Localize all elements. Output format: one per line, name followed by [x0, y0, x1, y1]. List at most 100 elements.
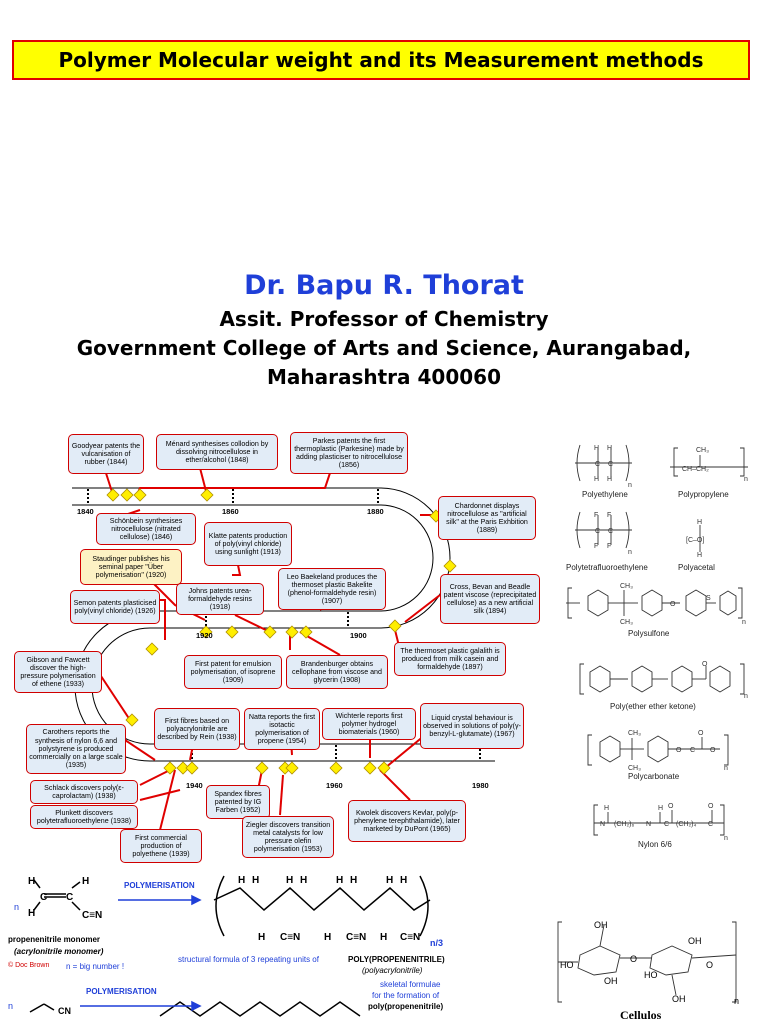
event-klatte: Klatte patents production of poly(vinyl …	[204, 522, 292, 566]
n3-label: n/3	[430, 938, 444, 948]
event-staudinger: Staudinger publishes his seminal paper "…	[80, 549, 182, 585]
svg-text:O: O	[702, 661, 708, 668]
svg-text:H: H	[697, 552, 702, 559]
skeletal-cn: CN	[58, 1006, 71, 1016]
svg-text:OH: OH	[594, 920, 608, 930]
svg-text:H: H	[28, 876, 35, 887]
page-title: Polymer Molecular weight and its Measure…	[58, 48, 704, 72]
skeletal-note-1: skeletal formulae	[380, 980, 441, 989]
svg-text:S: S	[706, 595, 711, 602]
event-rein: First fibres based on polyacrylonitrile …	[154, 708, 240, 750]
svg-text:CH₃: CH₃	[628, 730, 641, 737]
svg-text:C: C	[608, 528, 613, 535]
affiliation-line-1: Assit. Professor of Chemistry	[219, 307, 549, 331]
svg-text:H: H	[658, 805, 663, 812]
reaction-n: n	[14, 902, 20, 912]
year-1940: 1940	[186, 781, 203, 790]
author-name: Dr. Bapu R. Thorat	[244, 270, 524, 301]
svg-text:H: H	[286, 875, 293, 886]
label-polycarbonate: Polycarbonate	[628, 772, 680, 781]
monomer-alt-name: (acrylonitrile monomer)	[14, 947, 104, 956]
event-chardonnet: Chardonnet displays nitrocellulose as "a…	[438, 496, 536, 540]
svg-text:C: C	[690, 747, 695, 754]
svg-text:H: H	[594, 445, 599, 452]
year-1840: 1840	[77, 507, 94, 516]
svg-text:C≡N: C≡N	[82, 910, 102, 921]
label-polyacetal: Polyacetal	[678, 563, 715, 572]
monomer-name: propenenitrile monomer	[8, 935, 101, 944]
svg-text:H: H	[238, 875, 245, 886]
skeletal-note-3: poly(propenenitrile)	[368, 1002, 444, 1011]
svg-text:H: H	[697, 519, 702, 526]
svg-text:H: H	[594, 476, 599, 483]
svg-text:O: O	[670, 601, 676, 608]
svg-text:HO: HO	[560, 960, 574, 970]
svg-text:n: n	[724, 835, 728, 842]
polymer-alt-name: (polyacrylonitrile)	[362, 966, 423, 975]
svg-text:n: n	[724, 765, 728, 772]
svg-text:OH: OH	[688, 936, 702, 946]
svg-text:CH₃: CH₃	[620, 619, 633, 626]
svg-text:C: C	[595, 461, 600, 468]
year-1860: 1860	[222, 507, 239, 516]
svg-text:(CH₂)₆: (CH₂)₆	[614, 821, 634, 828]
svg-text:n: n	[744, 693, 748, 700]
svg-text:C≡N: C≡N	[400, 932, 420, 943]
label-polypropylene: Polypropylene	[678, 490, 729, 499]
copyright: © Doc Brown	[8, 962, 50, 969]
event-kwolek: Kwolek discovers Kevlar, poly(p-phenylen…	[348, 800, 466, 842]
event-johns: Johns patents urea-formaldehyde resins (…	[176, 583, 264, 615]
svg-text:O: O	[676, 747, 682, 754]
svg-text:H: H	[400, 875, 407, 886]
svg-text:H: H	[336, 875, 343, 886]
label-ptfe: Polytetrafluoroethylene	[566, 563, 648, 572]
affiliation-line-3: Maharashtra 400060	[266, 365, 501, 389]
event-goodyear: Goodyear patents the vulcanisation of ru…	[68, 434, 144, 474]
event-semon: Semon patents plasticised poly(vinyl chl…	[70, 590, 160, 624]
svg-text:(CH₂)₄: (CH₂)₄	[676, 821, 696, 828]
svg-text:n: n	[628, 482, 632, 489]
svg-text:OH: OH	[672, 994, 686, 1004]
polymerisation-label-2: POLYMERISATION	[86, 987, 157, 996]
event-cross-bevan: Cross, Bevan and Beadle patent viscose (…	[440, 574, 540, 624]
svg-text:n: n	[744, 476, 748, 483]
svg-text:H: H	[300, 875, 307, 886]
label-polysulfone: Polysulfone	[628, 629, 670, 638]
year-1920: 1920	[196, 631, 213, 640]
svg-text:CH₃: CH₃	[696, 447, 709, 454]
svg-text:CH–CH₂: CH–CH₂	[682, 466, 709, 473]
year-1980: 1980	[472, 781, 489, 790]
year-1880: 1880	[367, 507, 384, 516]
svg-text:H: H	[28, 908, 35, 919]
svg-text:O: O	[630, 954, 637, 964]
event-first-polyethene: First commercial production of polyethen…	[120, 829, 202, 863]
svg-text:n: n	[628, 549, 632, 556]
svg-text:F: F	[594, 543, 598, 550]
svg-text:O: O	[668, 803, 674, 810]
svg-text:O: O	[706, 960, 713, 970]
svg-text:H: H	[82, 876, 89, 887]
svg-text:F: F	[607, 543, 611, 550]
svg-text:CH₃: CH₃	[628, 765, 641, 772]
svg-text:H: H	[607, 476, 612, 483]
svg-text:F: F	[607, 512, 611, 519]
svg-text:C: C	[708, 821, 713, 828]
svg-text:HO: HO	[644, 970, 658, 980]
svg-text:H: H	[386, 875, 393, 886]
event-gibson-fawcett: Gibson and Fawcett discover the high-pre…	[14, 651, 102, 693]
event-schlack: Schlack discovers poly(ε-caprolactam) (1…	[30, 780, 138, 804]
label-cellulose: Cellulos	[620, 1008, 662, 1022]
svg-text:C: C	[595, 528, 600, 535]
event-menard: Ménard synthesises collodion by dissolvi…	[156, 434, 278, 470]
svg-text:O: O	[708, 803, 714, 810]
svg-text:O: O	[698, 730, 704, 737]
label-polyethylene: Polyethylene	[582, 490, 628, 499]
svg-text:C: C	[664, 821, 669, 828]
svg-text:O: O	[710, 747, 716, 754]
event-brandenburger: Brandenburger obtains cellophane from vi…	[286, 655, 388, 689]
label-nylon-66: Nylon 6/6	[638, 840, 672, 849]
svg-text:OH: OH	[604, 976, 618, 986]
event-carothers: Carothers reports the synthesis of nylon…	[26, 724, 126, 774]
event-schonbein: Schönbein synthesises nitrocellulose (ni…	[96, 513, 196, 545]
svg-text:F: F	[594, 512, 598, 519]
